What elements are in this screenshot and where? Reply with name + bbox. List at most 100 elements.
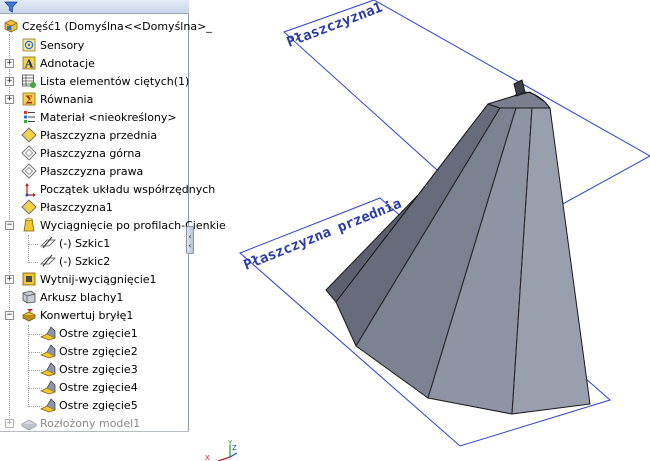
tree-item-loft[interactable]: Wyciągnięcie po profilach-Cienkie (21, 216, 226, 234)
plane-icon (21, 145, 37, 161)
flat-pattern-icon (21, 419, 37, 431)
tree-item-label: (-) Szkic1 (59, 236, 111, 250)
sketch-icon (40, 236, 56, 249)
tree-item-sensors[interactable]: Sensory (21, 36, 84, 54)
tree-item-label: Adnotacje (40, 56, 95, 70)
tree-item-label: Płaszczyzna górna (40, 146, 142, 160)
sharp-bend-icon (40, 326, 56, 341)
tree-item-label: Płaszczyzna prawa (40, 164, 144, 178)
triad-x-label: X (205, 454, 210, 461)
cut-extrude-icon (22, 272, 36, 286)
plane-icon (21, 163, 37, 179)
sheet-metal-icon (22, 290, 36, 304)
tree-guide-line (28, 262, 38, 263)
expand-toggle[interactable]: + (5, 94, 14, 104)
tree-item-right-plane[interactable]: Płaszczyzna prawa (21, 162, 143, 180)
cut-list-icon (22, 74, 36, 88)
funnel-icon[interactable] (4, 1, 18, 13)
annotation-icon: A (22, 56, 36, 71)
material-icon (24, 111, 35, 123)
tree-item-cut-extrude[interactable]: Wytnij-wyciągnięcie1 (21, 270, 157, 288)
tree-item-plane1[interactable]: Płaszczyzna1 (21, 198, 113, 216)
tree-guide-line (28, 244, 38, 245)
tree-item-label: Płaszczyzna przednia (40, 128, 158, 142)
tree-item-sharp-bend[interactable]: Ostre zgięcie2 (40, 342, 138, 360)
svg-text:A: A (24, 58, 34, 71)
tree-guide-line (28, 235, 29, 261)
tree-item-sheet-metal[interactable]: Arkusz blachy1 (21, 288, 123, 306)
panel-bottom-area (0, 431, 189, 461)
tree-item-label: Równania (40, 92, 94, 106)
sharp-bend-icon (40, 362, 56, 377)
tree-item-sketch1[interactable]: (-) Szkic1 (40, 234, 110, 252)
chevron-left-icon: ‹‹ (188, 232, 192, 250)
tree-item-label: Materiał <nieokreślony> (40, 110, 177, 124)
tree-item-sharp-bend[interactable]: Ostre zgięcie5 (40, 396, 138, 414)
tree-item-flat-pattern[interactable]: Rozłożony model1 (21, 414, 140, 432)
tree-item-cut-list[interactable]: Lista elementów ciętych(1) (21, 72, 189, 90)
expand-toggle[interactable]: + (5, 418, 14, 428)
front-plane-outline[interactable] (239, 197, 612, 447)
part-icon (4, 19, 18, 33)
tree-item-label: Ostre zgięcie5 (59, 398, 138, 412)
sharp-bend-icon (40, 380, 56, 395)
sharp-bend-icon (40, 344, 56, 359)
tree-item-label: Część1 (Domyślna<<Domyślna>_ (22, 19, 212, 33)
sensor-icon (22, 38, 36, 52)
tree-item-label: (-) Szkic2 (59, 254, 111, 268)
tree-guide-line (28, 388, 42, 389)
tree-item-root[interactable]: Część1 (Domyślna<<Domyślna>_ (3, 17, 212, 35)
plane-icon (21, 199, 37, 215)
tree-item-label: Płaszczyzna1 (40, 200, 113, 214)
triad-y-label: Y (227, 439, 233, 447)
view-triad: Y X Z (205, 439, 238, 461)
loft-icon (23, 218, 35, 232)
sketch-icon (40, 254, 56, 267)
tree-guide-line (28, 406, 42, 407)
expand-toggle[interactable]: + (5, 58, 14, 68)
tree-guide-line (28, 352, 42, 353)
expand-toggle[interactable]: + (5, 274, 14, 284)
plane1-outline[interactable] (283, 0, 650, 235)
tree-item-label: Ostre zgięcie4 (59, 380, 138, 394)
svg-text:Σ: Σ (25, 94, 33, 107)
tree-item-annotations[interactable]: A Adnotacje (21, 54, 95, 72)
sharp-bend-icon (40, 398, 56, 413)
tree-item-label: Ostre zgięcie1 (59, 326, 138, 340)
tree-item-convert-solid[interactable]: Konwertuj bryłę1 (21, 306, 133, 324)
tree-guide-line (28, 370, 42, 371)
plane-icon (21, 127, 37, 143)
tree-item-top-plane[interactable]: Płaszczyzna górna (21, 144, 141, 162)
collapse-toggle[interactable]: − (5, 310, 14, 320)
tree-item-label: Ostre zgięcie2 (59, 344, 138, 358)
tree-guide-line (28, 334, 42, 335)
tree-item-sharp-bend[interactable]: Ostre zgięcie1 (40, 324, 138, 342)
tree-item-label: Arkusz blachy1 (40, 290, 124, 304)
tree-item-label: Wytnij-wyciągnięcie1 (40, 272, 157, 286)
feature-manager-tree: Część1 (Domyślna<<Domyślna>_ Sensory + A… (0, 0, 226, 461)
tree-item-label: Ostre zgięcie3 (59, 362, 138, 376)
tree-item-sketch2[interactable]: (-) Szkic2 (40, 252, 110, 270)
tree-item-label: Rozłożony model1 (40, 416, 141, 430)
tree-item-origin[interactable]: Początek układu współrzędnych (21, 180, 215, 198)
tree-item-material[interactable]: Materiał <nieokreślony> (21, 108, 177, 126)
loft-solid-body[interactable] (325, 79, 591, 415)
tree-item-equations[interactable]: Σ Równania (21, 90, 93, 108)
tree-item-sharp-bend[interactable]: Ostre zgięcie4 (40, 378, 138, 396)
expand-toggle[interactable]: + (5, 76, 14, 86)
tree-item-label: Lista elementów ciętych(1) (40, 74, 190, 88)
filter-bar (0, 0, 189, 14)
triad-z-label: Z (232, 444, 237, 452)
graphics-viewport[interactable]: Płaszczyzna1 Płaszczyzna przednia (190, 0, 650, 461)
convert-solid-icon (22, 309, 36, 322)
panel-collapse-handle[interactable]: ‹‹ (186, 226, 194, 254)
equations-icon: Σ (22, 92, 36, 107)
tree-item-label: Konwertuj bryłę1 (40, 308, 134, 322)
tree-item-label: Sensory (40, 38, 85, 52)
tree-guide-line (28, 325, 29, 407)
tree-item-sharp-bend[interactable]: Ostre zgięcie3 (40, 360, 138, 378)
tree-item-front-plane[interactable]: Płaszczyzna przednia (21, 126, 157, 144)
collapse-toggle[interactable]: − (5, 220, 14, 230)
tree-item-label: Wyciągnięcie po profilach-Cienkie (40, 218, 226, 232)
origin-icon (25, 183, 36, 197)
